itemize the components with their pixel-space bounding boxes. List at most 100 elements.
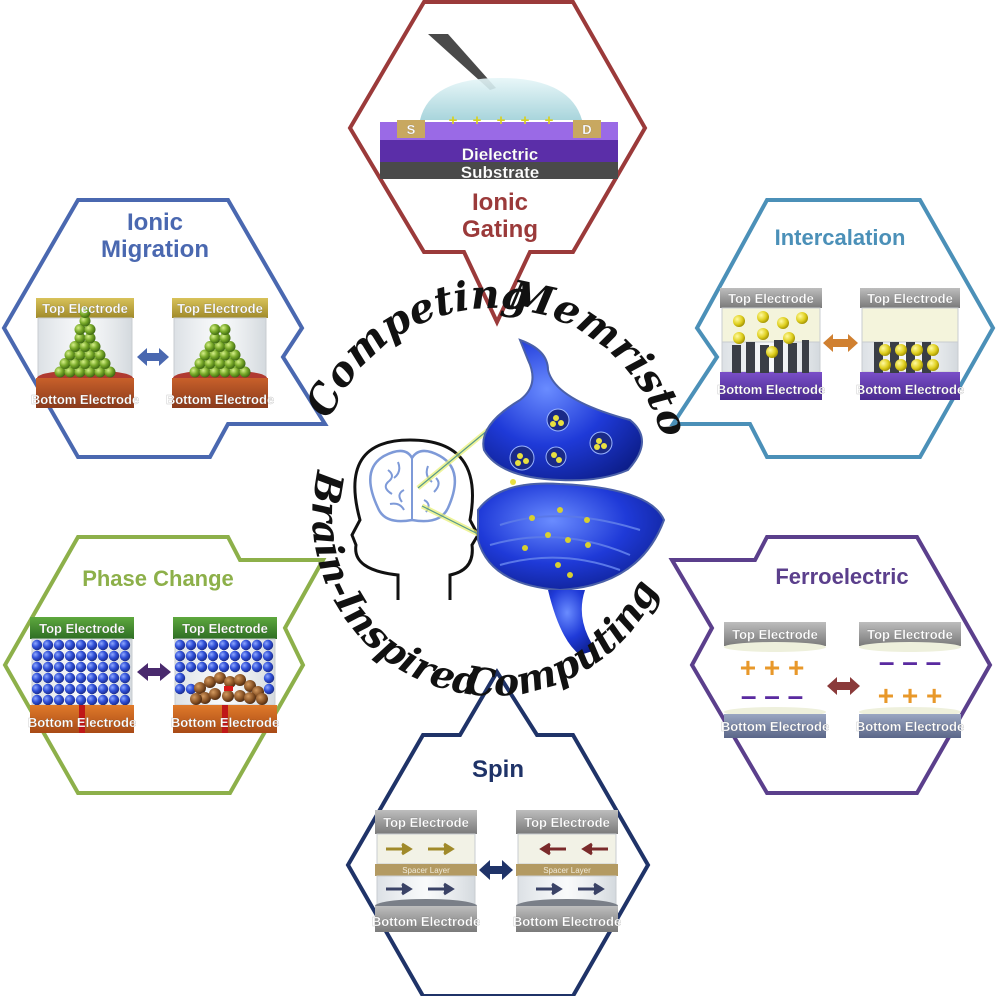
spin-right-device: Top Electrode Spacer Layer Bottom Electr… <box>513 810 621 932</box>
host-layers <box>874 342 931 373</box>
ionic-migration-title: Ionic Migration <box>55 209 255 264</box>
upper-charges: + + + <box>740 652 805 683</box>
particle <box>262 661 274 673</box>
particle <box>79 341 91 352</box>
head-with-brain-icon <box>350 428 492 600</box>
particle <box>244 692 256 704</box>
particle <box>240 650 252 662</box>
spin-arrow-right-icon <box>386 842 413 856</box>
particle <box>895 359 907 371</box>
top-electrode-label: Top Electrode <box>867 291 953 306</box>
particle <box>927 359 939 371</box>
charge-plus: + <box>449 112 458 129</box>
particle <box>219 366 231 378</box>
top-electrode-label: Top Electrode <box>177 301 263 316</box>
particle <box>64 694 76 706</box>
particle <box>207 639 219 651</box>
particle <box>119 694 131 706</box>
probe-tip-icon <box>428 34 496 90</box>
spin-arrow-left-icon <box>581 842 608 856</box>
ionic-migration-left-device: Top Electrode Bottom Electrode <box>31 298 139 408</box>
particle <box>879 344 891 356</box>
particle <box>204 358 216 369</box>
particle <box>783 332 795 344</box>
particle <box>54 366 66 378</box>
particle <box>229 661 241 673</box>
particle <box>53 650 65 662</box>
top-electrode-label: Top Electrode <box>524 815 610 830</box>
bottom-electrode-label: Bottom Electrode <box>166 392 274 407</box>
ionic-gating-frame <box>347 0 648 327</box>
particle <box>74 349 86 361</box>
lower-charges: – – – <box>741 680 803 711</box>
top-electrode-label: Top Electrode <box>728 291 814 306</box>
particle <box>84 332 96 344</box>
particle <box>42 661 54 673</box>
particle <box>89 341 101 352</box>
particle <box>42 639 54 651</box>
particle <box>31 650 43 662</box>
particle <box>79 307 91 318</box>
particle <box>551 452 557 458</box>
particle <box>74 332 86 344</box>
source-label: S <box>407 122 416 137</box>
particle <box>174 650 186 662</box>
particle <box>556 457 562 463</box>
source-contact <box>397 120 425 138</box>
particle <box>911 359 923 371</box>
particle <box>239 366 251 378</box>
particle <box>214 672 226 684</box>
particle <box>99 358 111 369</box>
charge-plus: + <box>473 112 482 129</box>
particle <box>911 344 923 356</box>
particle <box>64 672 76 684</box>
particle <box>523 458 529 464</box>
spacer-layer-label: Spacer Layer <box>543 866 591 875</box>
dielectric-layer <box>380 140 618 162</box>
particle <box>108 639 120 651</box>
particle <box>75 650 87 662</box>
ionic-gating-title: Ionic Gating <box>400 189 600 244</box>
particle <box>185 650 197 662</box>
particle <box>262 650 274 662</box>
particle <box>185 683 197 695</box>
particle <box>222 690 234 702</box>
bottom-electrode-label: Bottom Electrode <box>721 719 829 734</box>
spin-arrow-right-icon <box>386 882 413 896</box>
particle <box>119 639 131 651</box>
particle <box>104 366 116 378</box>
particle <box>59 358 71 369</box>
double-arrow-icon <box>137 348 169 366</box>
bottom-electrode-label: Bottom Electrode <box>31 392 139 407</box>
particle <box>84 324 96 335</box>
intercalation-left-device: Top Electrode Bottom Electrode <box>717 288 825 400</box>
ionic-gating-title-line2: Gating <box>462 215 538 243</box>
particle <box>31 683 43 695</box>
intercalation-right-device: Top Electrode Bottom Electrode <box>856 288 964 400</box>
particle <box>69 358 81 369</box>
ionic-migration-right-device: Top Electrode Bottom Electrode <box>166 298 274 408</box>
electrolyte-droplet <box>420 78 582 120</box>
particle <box>199 692 211 704</box>
particle <box>89 358 101 369</box>
particle <box>64 366 76 378</box>
particle <box>557 507 563 513</box>
spacer-layer-label: Spacer Layer <box>402 866 450 875</box>
particle <box>42 672 54 684</box>
spin-arrow-right-icon <box>428 882 455 896</box>
particle <box>86 672 98 684</box>
bottom-electrode-label: Bottom Electrode <box>372 914 480 929</box>
particle <box>515 460 521 466</box>
particle <box>927 344 939 356</box>
particle <box>86 639 98 651</box>
particle <box>119 661 131 673</box>
particle <box>185 661 197 673</box>
particle <box>567 572 573 578</box>
particle <box>75 639 87 651</box>
ionic-migration-title-line1: Ionic <box>126 209 183 236</box>
particle <box>251 639 263 651</box>
particle <box>97 650 109 662</box>
spin-arrow-right-icon <box>428 842 455 856</box>
particle <box>119 683 131 695</box>
